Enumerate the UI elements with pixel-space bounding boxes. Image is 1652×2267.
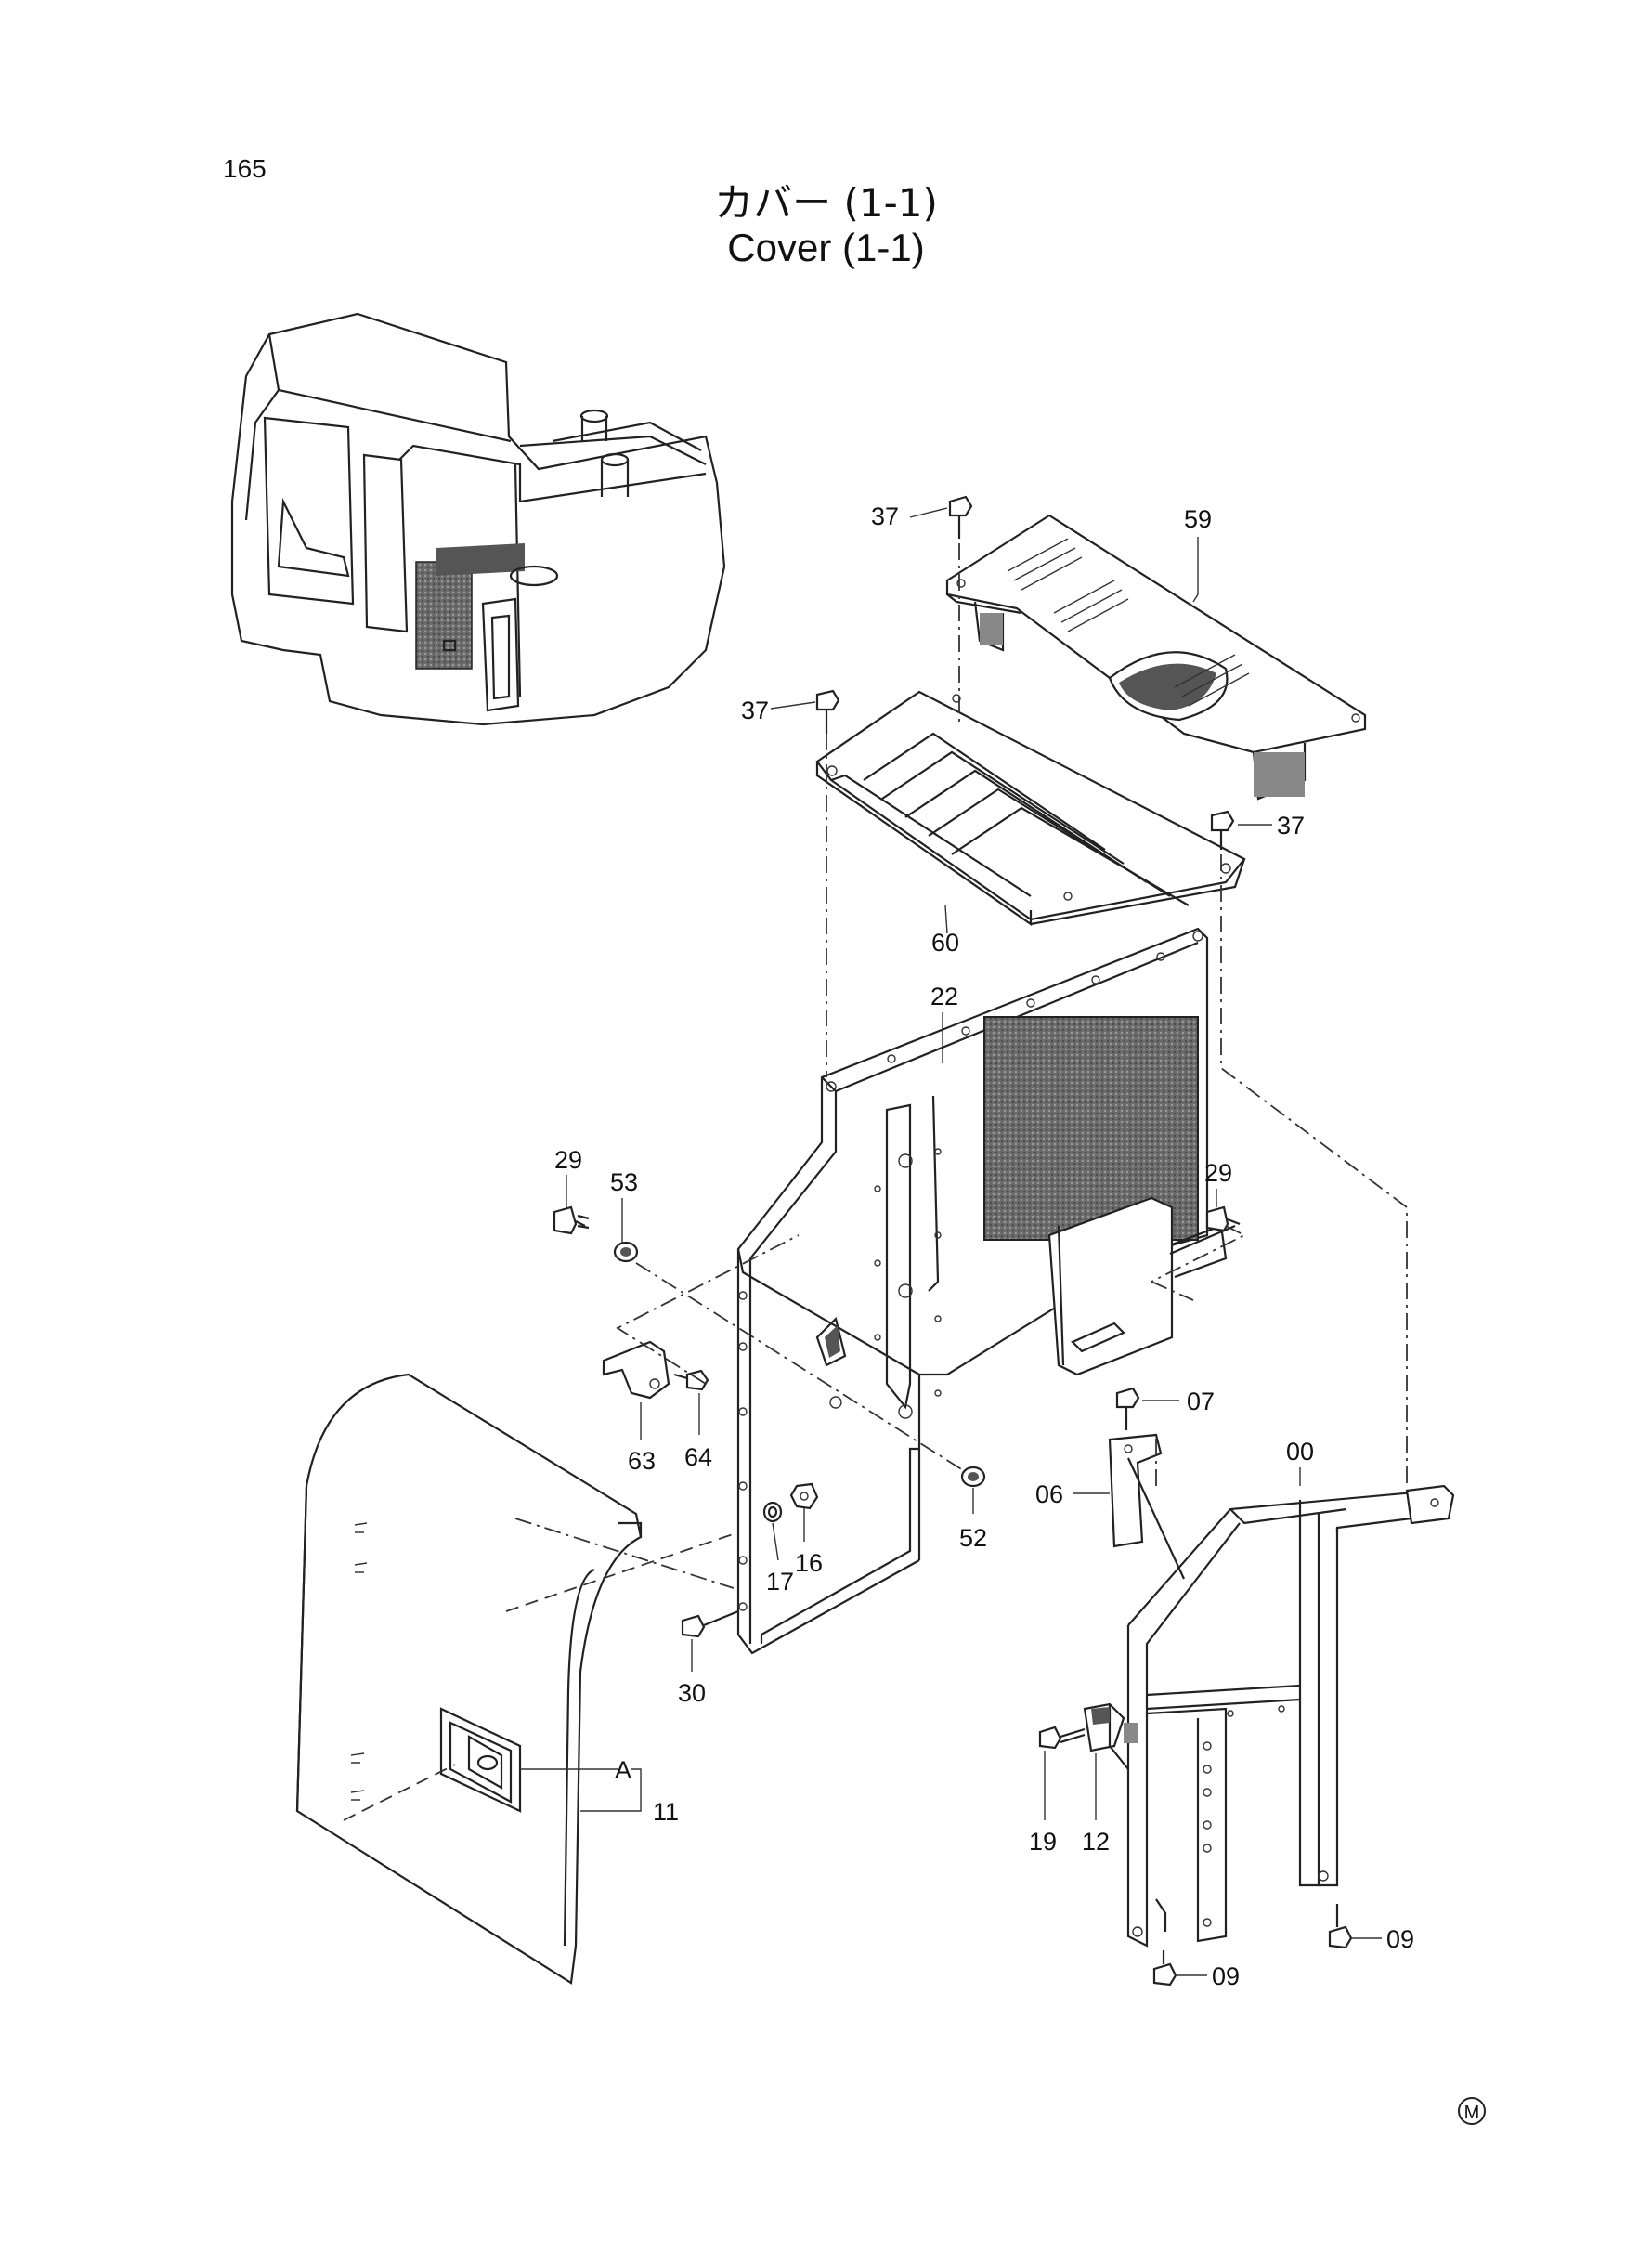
callout-37-right: 37 [1277,812,1305,840]
part-22-side-panel [736,927,1236,1655]
callout-00: 00 [1286,1438,1314,1466]
part-06-bracket [1108,1433,1185,1580]
page-number: 165 [223,154,267,183]
part-11-cover-door [295,1373,643,1985]
callout-16: 16 [795,1549,823,1577]
part-59-top-cover [945,514,1367,801]
callout-19: 19 [1029,1828,1057,1856]
callout-11: 11 [653,1798,679,1826]
callout-37-left: 37 [741,697,769,724]
callout-30: 30 [678,1679,706,1707]
callout-09-bottom: 09 [1212,1962,1240,1990]
callout-53: 53 [610,1168,638,1196]
callout-06: 06 [1035,1480,1063,1508]
part-12-latch [1083,1702,1138,1770]
callout-37-top: 37 [871,502,899,530]
callout-64: 64 [684,1443,712,1471]
callout-17: 17 [766,1568,794,1596]
callout-07: 07 [1187,1388,1215,1415]
callout-29-right: 29 [1204,1159,1232,1187]
assembly-lines [343,543,1408,1821]
hardware-bolts [553,495,1353,1987]
callout-12: 12 [1082,1828,1110,1856]
callout-52: 52 [959,1524,987,1552]
mark-letter: M [1464,2103,1480,2123]
circled-m-mark: M [1458,2097,1486,2125]
callout-22: 22 [930,983,958,1010]
callout-59: 59 [1184,505,1212,533]
leader-lines [520,507,1382,1976]
title-japanese: カバー (1-1) [714,180,938,226]
callout-29-left: 29 [554,1146,582,1174]
callout-labels: 37 59 37 37 60 22 29 53 29 63 64 07 00 0… [554,502,1414,1990]
callout-63: 63 [628,1447,656,1475]
part-60-grille [815,690,1246,927]
excavator-inset-illustration [230,312,726,726]
title-english: Cover (1-1) [727,226,925,269]
callout-09-right: 09 [1386,1925,1414,1953]
callout-60: 60 [931,929,959,957]
part-00-frame [1126,1484,1455,1948]
callout-A: A [615,1756,631,1784]
